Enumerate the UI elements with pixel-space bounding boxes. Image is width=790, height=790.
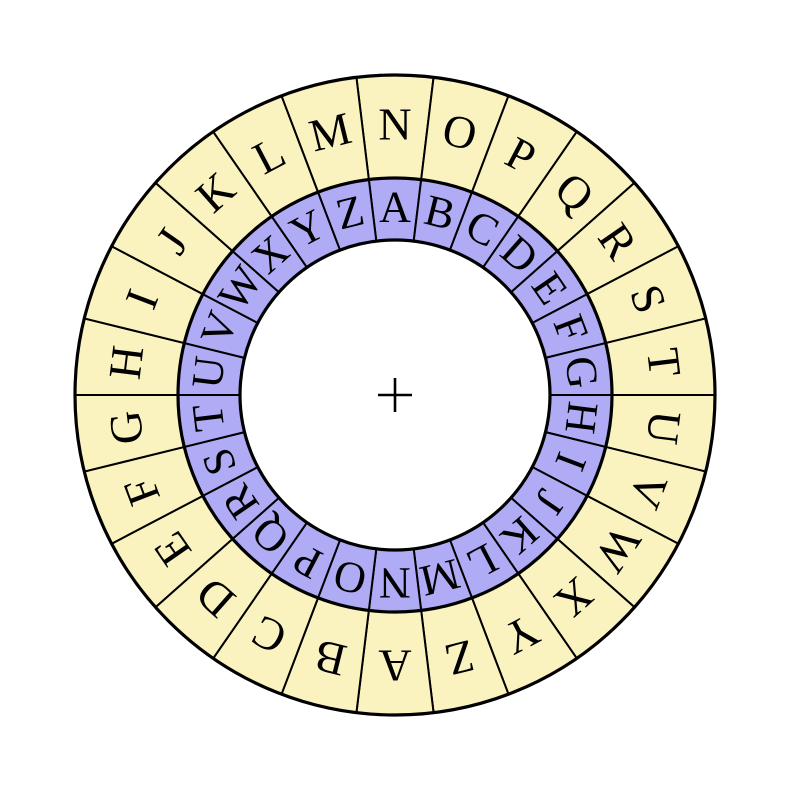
center-marker [378,378,412,412]
inner-sector-label-u: U [182,354,234,391]
outer-sector-label-h: H [99,343,154,382]
inner-sector-label-h: H [555,399,607,436]
inner-sector-label-t: T [182,401,234,434]
outer-sector-label-a: A [378,641,411,692]
outer-sector-label-n: N [378,99,411,150]
outer-rim-circle [73,73,717,717]
inner-sector-label-n: N [379,559,411,608]
middle-rim-circle [176,176,614,614]
inner-sector-label-a: A [379,183,411,232]
outer-sector-label-t: T [637,345,691,379]
outer-sector-label-u: U [637,408,692,447]
outer-sector-label-g: G [99,408,154,447]
inner-sector-label-g: G [555,354,607,391]
outer-alphabet-ring[interactable] [74,74,716,716]
